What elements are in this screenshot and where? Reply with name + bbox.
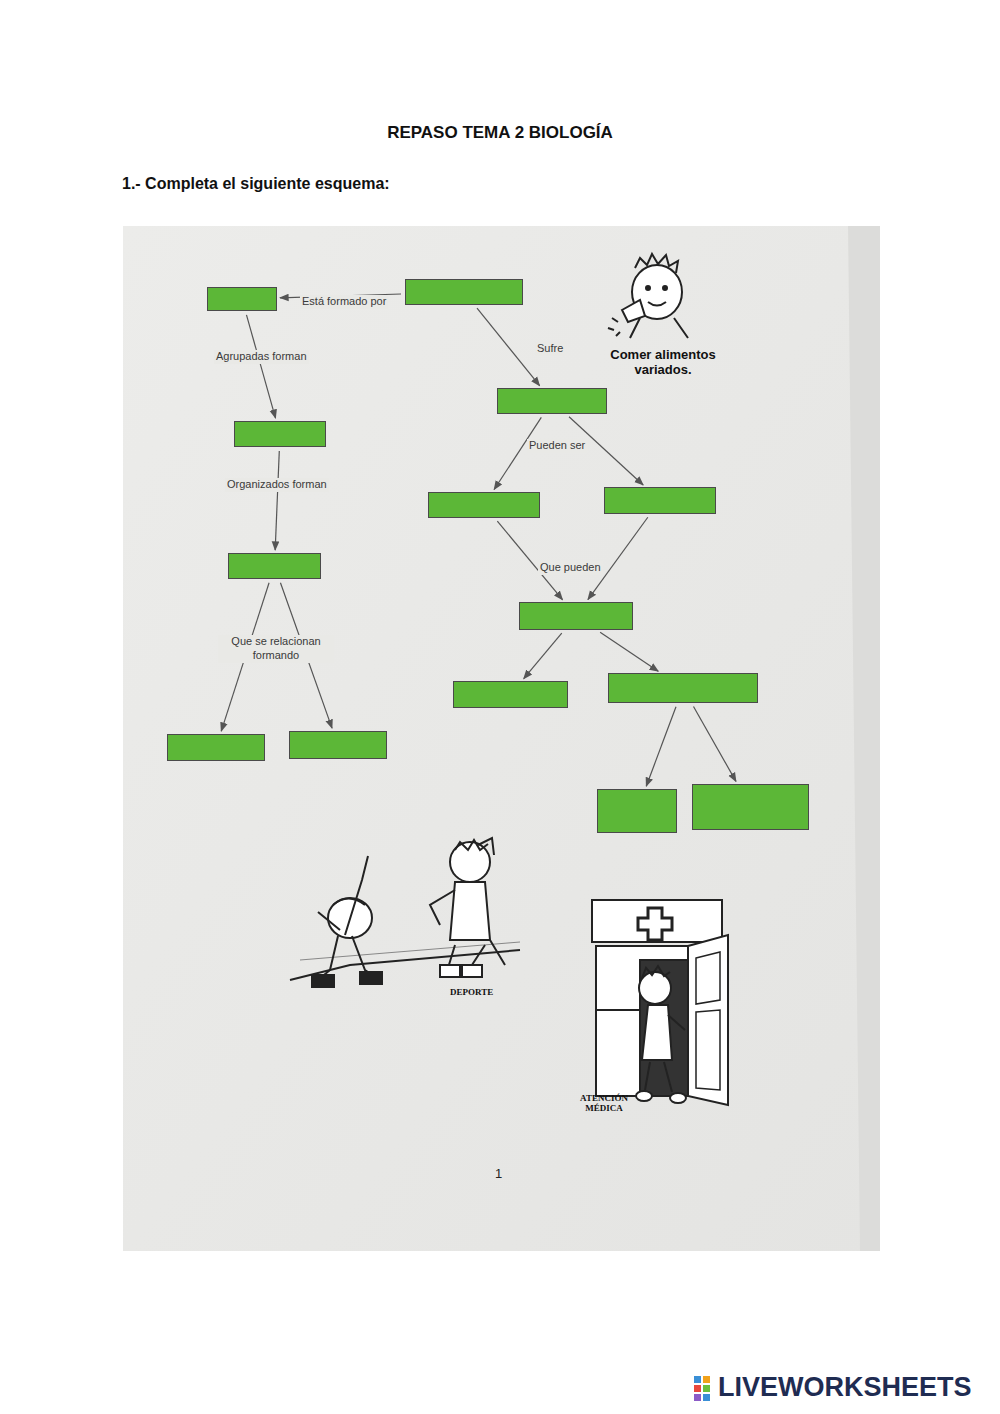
green-answer-box <box>289 731 387 759</box>
connector-label: Pueden ser <box>527 439 587 453</box>
caption-text: Comer alimentos variados. <box>597 348 729 378</box>
connector-arrow <box>246 315 275 418</box>
green-answer-box <box>234 421 326 447</box>
green-answer-box <box>497 388 607 414</box>
green-answer-box <box>207 287 277 311</box>
connector-arrow <box>646 707 676 786</box>
photo-background <box>123 226 880 1251</box>
connector-label: Que se relacionan formando <box>218 635 334 663</box>
green-answer-box <box>692 784 809 830</box>
green-answer-box <box>428 492 540 518</box>
connector-label: Organizados forman <box>225 478 329 492</box>
caption-text: 1 <box>495 1167 502 1182</box>
connector-arrow <box>524 633 562 679</box>
connector-label: Está formado por <box>300 295 388 309</box>
paper-edge <box>848 226 880 1251</box>
connector-arrow <box>477 308 540 386</box>
green-answer-box <box>405 279 523 305</box>
medical-drawing <box>592 900 728 1105</box>
green-answer-box <box>228 553 321 579</box>
worksheet-title: REPASO TEMA 2 BIOLOGÍA <box>0 123 1000 143</box>
connector-arrow <box>494 417 541 489</box>
connector-arrow <box>588 517 648 599</box>
connector-label: Que pueden <box>538 561 603 575</box>
caption-text: ATENCIÓN MÉDICA <box>572 1093 636 1114</box>
logo-icon <box>694 1376 710 1401</box>
green-answer-box <box>604 487 716 514</box>
connector-arrow <box>693 706 735 781</box>
connector-arrow <box>600 632 658 671</box>
green-answer-box <box>519 602 633 630</box>
boy-eating-drawing <box>608 254 688 338</box>
connector-label: Sufre <box>535 342 565 356</box>
connector-arrow <box>275 451 279 550</box>
green-answer-box <box>453 681 568 708</box>
green-answer-box <box>167 734 265 761</box>
green-answer-box <box>608 673 758 703</box>
caption-text: DEPORTE <box>450 987 493 997</box>
connector-label: Agrupadas forman <box>214 350 309 364</box>
green-answer-box <box>597 789 677 833</box>
logo-text: LIVEWORKSHEETS <box>718 1372 972 1403</box>
sport-drawing <box>290 838 520 987</box>
question-text: 1.- Completa el siguiente esquema: <box>122 175 390 193</box>
